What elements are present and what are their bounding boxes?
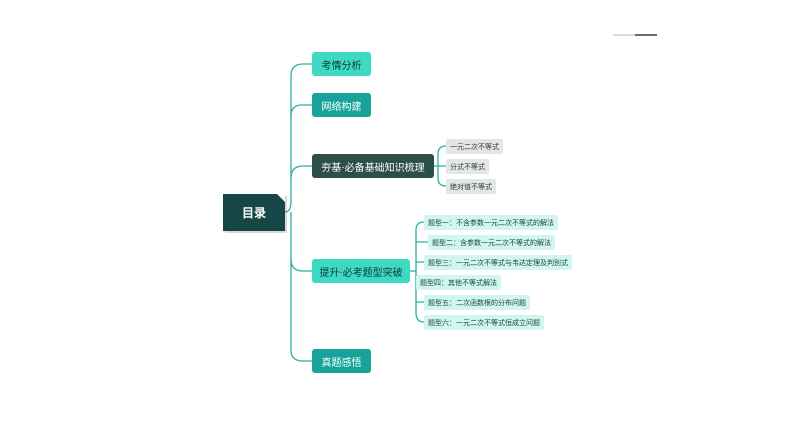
leaf-label: 绝对值不等式 bbox=[450, 182, 492, 191]
branch-basic-knowledge[interactable]: 夯基·必备基础知识梳理 bbox=[312, 154, 434, 178]
leaf-label: 题型一：不含参数一元二次不等式的解法 bbox=[428, 218, 554, 227]
leaf-label: 题型五：二次函数根的分布问题 bbox=[428, 298, 526, 307]
leaf-fractional-inequality[interactable]: 分式不等式 bbox=[446, 159, 489, 174]
connector-root-to-basics bbox=[290, 165, 312, 179]
branch-network-building[interactable]: 网络构建 bbox=[312, 93, 371, 117]
root-corner-fold bbox=[277, 194, 285, 202]
leaf-label: 题型四：其他不等式解法 bbox=[420, 278, 497, 287]
branch-exam-analysis[interactable]: 考情分析 bbox=[312, 52, 371, 76]
root-node[interactable]: 目录 bbox=[223, 194, 285, 231]
connector-root-to-network bbox=[290, 104, 312, 117]
root-label: 目录 bbox=[241, 206, 266, 220]
decorative-line-light bbox=[613, 34, 635, 36]
leaf-question-type-2[interactable]: 题型二：含参数一元二次不等式的解法 bbox=[428, 235, 555, 250]
branch-label: 真题感悟 bbox=[321, 357, 362, 369]
leaf-quadratic-inequality[interactable]: 一元二次不等式 bbox=[446, 139, 503, 154]
leaf-label: 题型三：一元二次不等式与韦达定理及判别式 bbox=[428, 258, 568, 267]
leaf-question-type-3[interactable]: 题型三：一元二次不等式与韦达定理及判别式 bbox=[424, 255, 572, 270]
leaf-label: 题型六：一元二次不等式恒成立问题 bbox=[428, 318, 540, 327]
leaf-question-type-1[interactable]: 题型一：不含参数一元二次不等式的解法 bbox=[424, 215, 558, 230]
branch-label: 提升·必考题型突破 bbox=[319, 267, 403, 279]
leaf-question-type-5[interactable]: 题型五：二次函数根的分布问题 bbox=[424, 295, 530, 310]
connector-basics-leaves bbox=[434, 145, 447, 187]
leaf-label: 分式不等式 bbox=[450, 162, 485, 171]
connector-root-trunk-lower bbox=[290, 212, 312, 362]
leaf-label: 题型二：含参数一元二次不等式的解法 bbox=[432, 238, 551, 247]
decorative-line-dark bbox=[635, 34, 657, 36]
branch-question-types[interactable]: 提升·必考题型突破 bbox=[312, 259, 410, 283]
connector-root-trunk bbox=[284, 63, 312, 213]
connector-root-to-breakthrough bbox=[290, 258, 312, 272]
leaf-question-type-4[interactable]: 题型四：其他不等式解法 bbox=[416, 275, 501, 290]
branch-real-exam[interactable]: 真题感悟 bbox=[312, 349, 371, 373]
leaf-question-type-6[interactable]: 题型六：一元二次不等式恒成立问题 bbox=[424, 315, 544, 330]
branch-label: 夯基·必备基础知识梳理 bbox=[321, 162, 425, 174]
leaf-label: 一元二次不等式 bbox=[450, 142, 499, 151]
branch-label: 网络构建 bbox=[321, 101, 362, 113]
leaf-absolute-value-inequality[interactable]: 绝对值不等式 bbox=[446, 179, 496, 194]
branch-label: 考情分析 bbox=[321, 60, 362, 72]
